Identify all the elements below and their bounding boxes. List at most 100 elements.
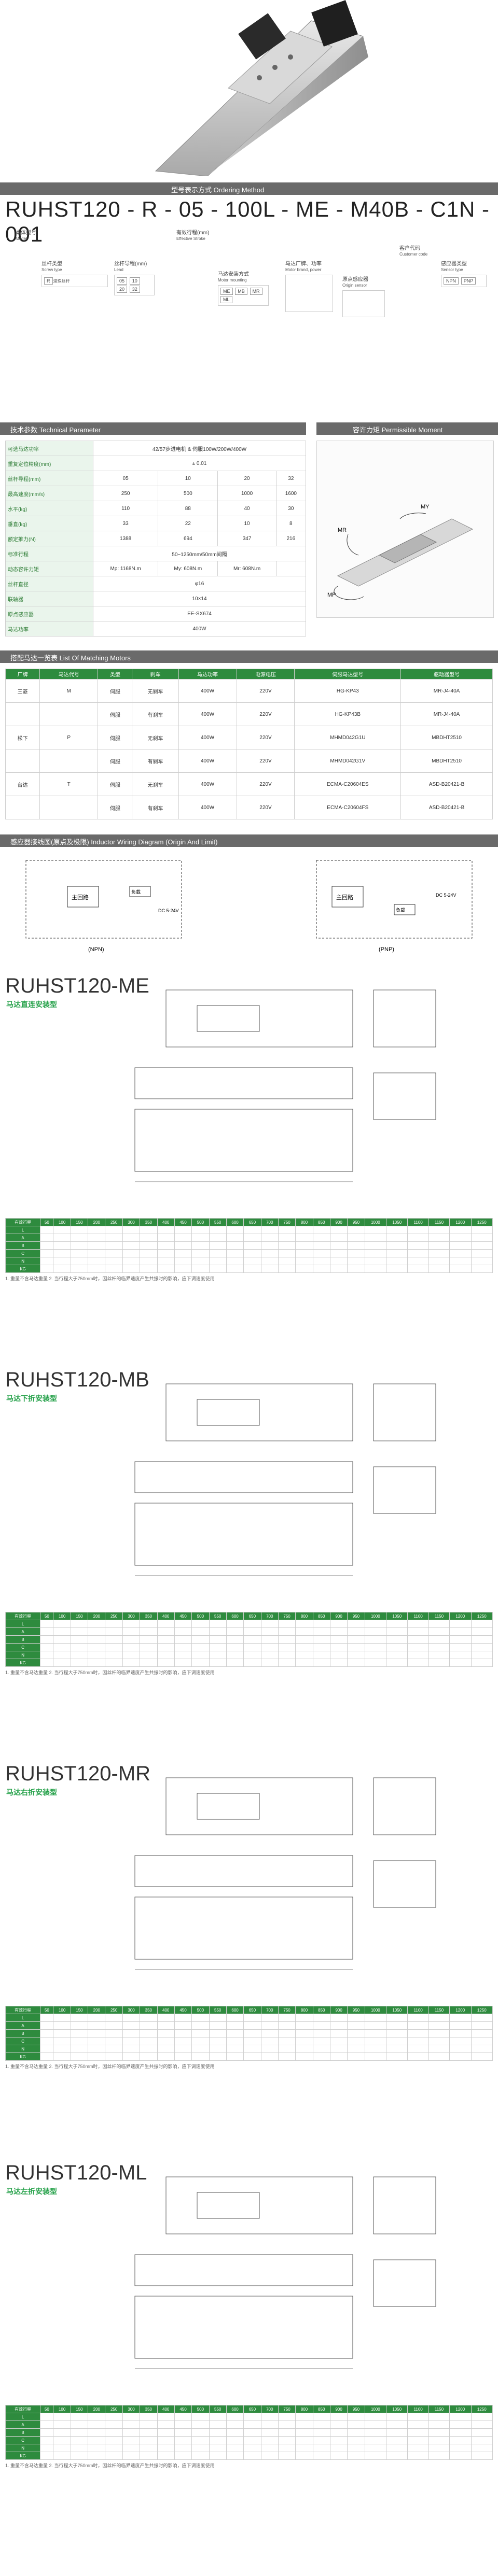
dimension-cell bbox=[407, 2413, 429, 2421]
dimension-cell bbox=[449, 1659, 472, 1667]
dimension-cell bbox=[226, 2452, 244, 2460]
motors-header-cell: 厂牌 bbox=[5, 669, 40, 680]
dimension-cell bbox=[278, 2413, 296, 2421]
dimension-cell bbox=[140, 1265, 158, 1273]
dimension-cell bbox=[364, 1226, 387, 1234]
dimension-cell bbox=[347, 1635, 365, 1644]
dimension-cell bbox=[157, 2436, 175, 2444]
dimension-cell bbox=[53, 1659, 71, 1667]
dimension-cell bbox=[428, 2413, 450, 2421]
dimension-cell bbox=[243, 2037, 261, 2045]
motors-cell-driver: ASD-B20421-B bbox=[400, 796, 493, 819]
dimension-cell: 550 bbox=[209, 2006, 227, 2014]
dimension-cell bbox=[449, 1234, 472, 1242]
dimension-cell bbox=[53, 2428, 71, 2437]
dimension-cell bbox=[449, 1257, 472, 1265]
dimension-cell bbox=[407, 1643, 429, 1651]
dimension-row: N bbox=[5, 1651, 493, 1659]
dimension-cell bbox=[278, 1265, 296, 1273]
dimension-cell bbox=[53, 1249, 71, 1257]
dimension-cell: 900 bbox=[329, 1218, 348, 1226]
dimension-cell bbox=[471, 1643, 493, 1651]
dimension-cell bbox=[364, 2436, 387, 2444]
label-stroke: 有效行程(mm)Effective Stroke bbox=[176, 230, 210, 241]
dimension-cell bbox=[209, 1226, 227, 1234]
dimension-cell: 450 bbox=[174, 2405, 192, 2413]
dimension-cell bbox=[53, 1226, 71, 1234]
dimension-cell: 1000 bbox=[364, 1612, 387, 1620]
dimension-cell bbox=[105, 1659, 123, 1667]
dimension-cell bbox=[329, 1234, 348, 1242]
dimension-cell bbox=[157, 1620, 175, 1628]
dimension-cell bbox=[105, 2413, 123, 2421]
dimension-cell bbox=[40, 1635, 54, 1644]
dimension-cell bbox=[329, 2029, 348, 2037]
dimension-cell bbox=[70, 2037, 89, 2045]
dimension-cell bbox=[243, 1226, 261, 1234]
dimension-row-label: 有效行程 bbox=[5, 1218, 41, 1226]
dimension-cell bbox=[226, 2037, 244, 2045]
motors-header-cell: 刹车 bbox=[132, 669, 179, 680]
dimension-cell bbox=[88, 2413, 106, 2421]
dimension-cell bbox=[53, 1241, 71, 1250]
tech-row-value: 10 bbox=[217, 516, 276, 531]
dimension-cell bbox=[312, 2014, 330, 2022]
dimension-cell bbox=[88, 1659, 106, 1667]
dimension-cell bbox=[70, 1257, 89, 1265]
dimension-cell bbox=[428, 1241, 450, 1250]
tech-row-value: 500 bbox=[158, 486, 218, 501]
dimension-cell bbox=[449, 1635, 472, 1644]
dimension-cell bbox=[174, 1265, 192, 1273]
dimension-note: 1. 重量不含马达重量 2. 当行程大于750mm时，因丝杆的临界速度产生共振时… bbox=[5, 2463, 215, 2468]
dimension-cell bbox=[122, 2428, 141, 2437]
dimension-cell bbox=[70, 2029, 89, 2037]
tech-row-value: φ16 bbox=[93, 576, 306, 591]
dimension-cell bbox=[40, 1249, 54, 1257]
sensor-section-bar: 感应器接线图(原点及极限) Inductor Wiring Diagram (O… bbox=[0, 834, 498, 847]
dimension-cell bbox=[70, 2444, 89, 2452]
dimension-cell bbox=[449, 1643, 472, 1651]
dimension-cell bbox=[122, 1627, 141, 1636]
dimension-cell bbox=[174, 1257, 192, 1265]
motors-cell-type: 伺服 bbox=[98, 749, 133, 773]
dimension-cell bbox=[329, 1257, 348, 1265]
dimension-cell bbox=[449, 2045, 472, 2053]
dimension-cell: 100 bbox=[53, 2006, 71, 2014]
dimension-cell: 750 bbox=[278, 1218, 296, 1226]
dimension-cell bbox=[70, 2452, 89, 2460]
dimension-cell: 1150 bbox=[428, 2405, 450, 2413]
dimension-cell bbox=[88, 2014, 106, 2022]
dimension-cell bbox=[347, 2421, 365, 2429]
dimension-cell bbox=[140, 2428, 158, 2437]
dimension-cell bbox=[88, 1620, 106, 1628]
dimension-cell bbox=[209, 1241, 227, 1250]
dimension-cell: 200 bbox=[88, 1218, 106, 1226]
dimension-cell bbox=[53, 2436, 71, 2444]
dimension-cell bbox=[40, 1234, 54, 1242]
sensor-option: NPN bbox=[444, 277, 459, 285]
dimension-cell bbox=[471, 1226, 493, 1234]
dimension-cell bbox=[386, 1659, 408, 1667]
dimension-cell bbox=[191, 2021, 210, 2030]
dimension-row-label: B bbox=[5, 2029, 41, 2037]
dimension-note: 1. 重量不含马达重量 2. 当行程大于750mm时，因丝杆的临界速度产生共振时… bbox=[5, 2064, 215, 2069]
dimension-cell bbox=[260, 2452, 279, 2460]
lead-option: 10 bbox=[129, 277, 140, 285]
mount-option: ML bbox=[220, 296, 232, 303]
dimension-cell: 700 bbox=[260, 1218, 279, 1226]
tech-row-value: 1388 bbox=[92, 531, 159, 546]
dimension-cell bbox=[243, 1234, 261, 1242]
dimension-cell bbox=[88, 1635, 106, 1644]
dimension-cell: 950 bbox=[347, 2006, 365, 2014]
dimension-cell bbox=[40, 1265, 54, 1273]
dimension-cell bbox=[40, 2021, 54, 2030]
dimension-cell bbox=[260, 1651, 279, 1659]
dimension-cell bbox=[243, 2045, 261, 2053]
dimension-cell: 350 bbox=[140, 1612, 158, 1620]
